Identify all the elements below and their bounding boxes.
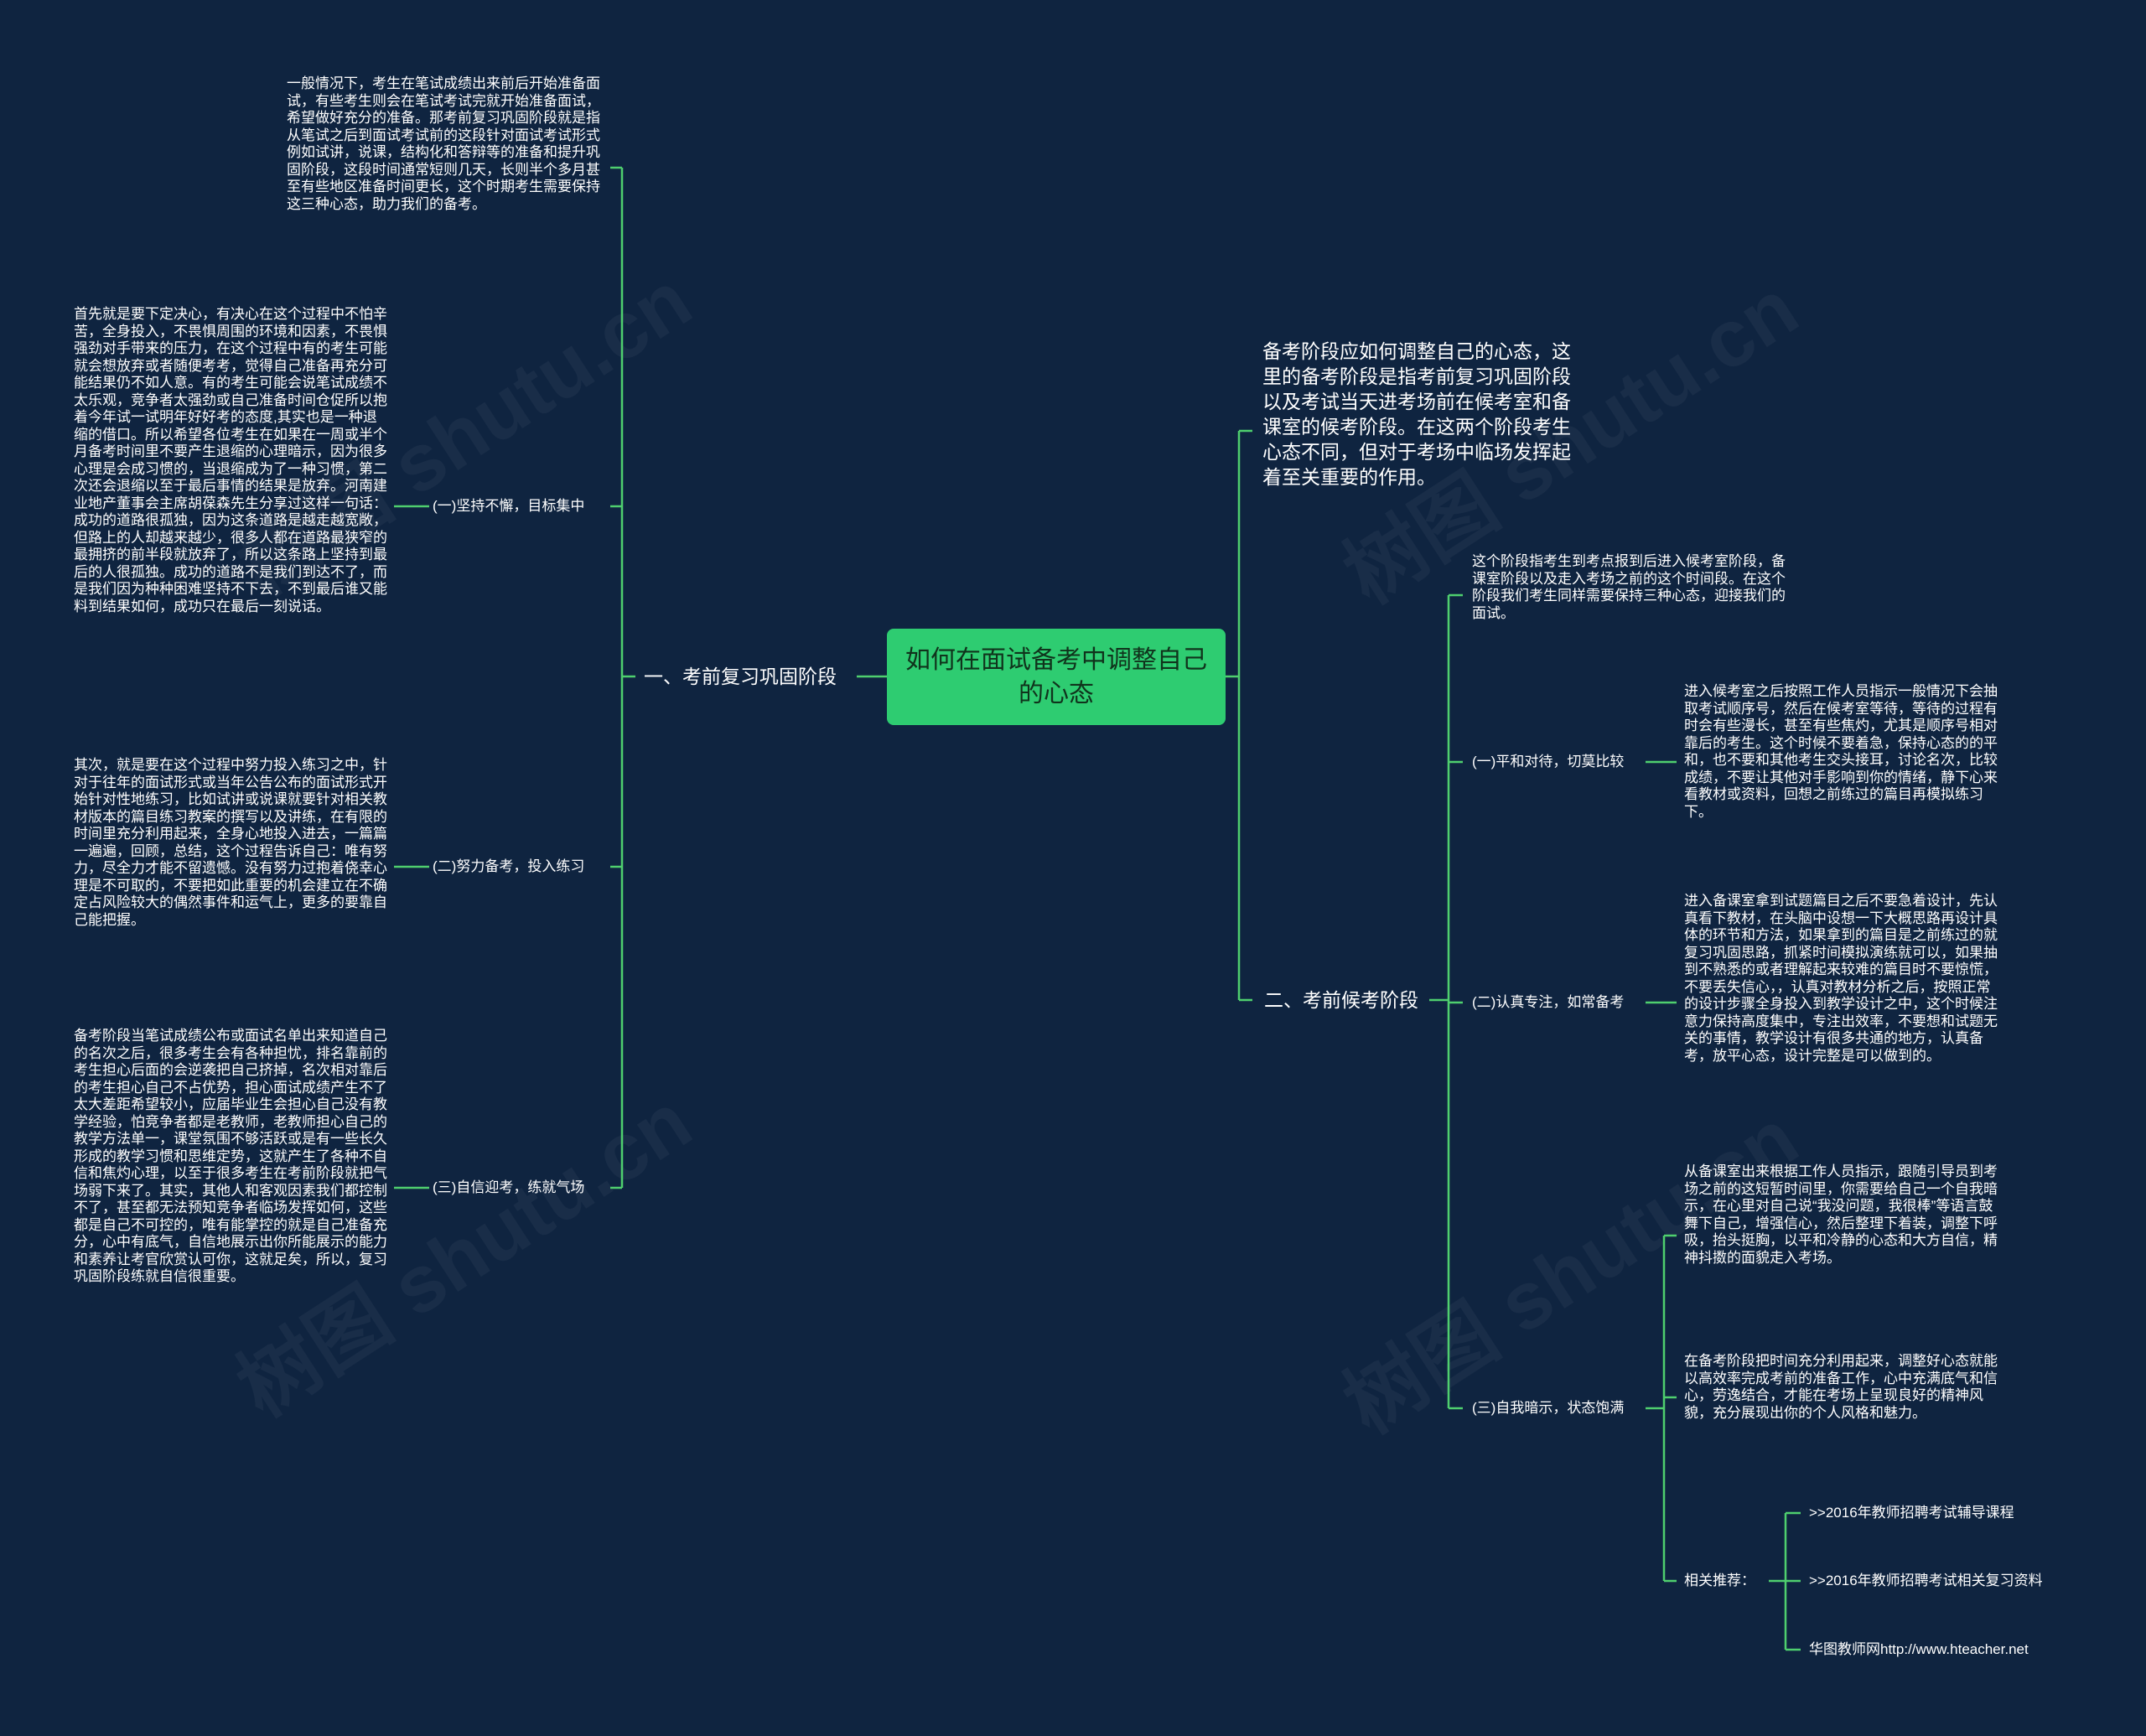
branch-review-stage[interactable]: 一、考前复习巩固阶段 — [644, 666, 837, 687]
waiting-item-focus[interactable]: (二)认真专注，如常备考 — [1472, 994, 1625, 1010]
related-label: 相关推荐： — [1684, 1573, 1755, 1588]
review-item-persist[interactable]: (一)坚持不懈，目标集中 — [433, 498, 585, 514]
waiting-item-calm-text: 进入候考室之后按照工作人员指示一般情况下会抽取考试顺序号，然后在候考室等待，等待… — [1684, 683, 1998, 820]
branch-waiting-stage[interactable]: 二、考前候考阶段 — [1264, 989, 1418, 1011]
related-link-website[interactable]: 华图教师网http://www.hteacher.net — [1809, 1641, 2029, 1657]
related-link-course[interactable]: >>2016年教师招聘考试辅导课程 — [1809, 1505, 2014, 1521]
waiting-item-focus-text: 进入备课室拿到试题篇目之后不要急着设计，先认真看下教材，在头脑中设想一下大概思路… — [1684, 893, 1998, 1064]
related-link-materials[interactable]: >>2016年教师招聘考试相关复习资料 — [1809, 1573, 2043, 1588]
waiting-item-calm[interactable]: (一)平和对待，切莫比较 — [1472, 754, 1625, 770]
waiting-summary-text: 在备考阶段把时间充分利用起来，调整好心态就能以高效率完成考前的准备工作，心中充满… — [1684, 1353, 1998, 1421]
preparation-lead-text: 备考阶段应如何调整自己的心态，这里的备考阶段是指考前复习巩固阶段以及考试当天进考… — [1262, 340, 1571, 488]
waiting-intro-text: 这个阶段指考生到考点报到后进入候考室阶段，备课室阶段以及走入考场之前的这个时间段… — [1472, 553, 1786, 621]
review-item-practice-text: 其次，就是要在这个过程中努力投入练习之中，针对于往年的面试形式或当年公告公布的面… — [74, 757, 387, 928]
waiting-item-self-talk[interactable]: (三)自我暗示，状态饱满 — [1472, 1400, 1625, 1416]
review-item-persist-text: 首先就是要下定决心，有决心在这个过程中不怕辛苦，全身投入，不畏惧周围的环境和因素… — [74, 306, 387, 614]
root-topic[interactable]: 如何在面试备考中调整自己的心态 — [887, 629, 1226, 725]
review-intro-text: 一般情况下，考生在笔试成绩出来前后开始准备面试，有些考生则会在笔试考试完就开始准… — [287, 75, 600, 212]
waiting-item-self-talk-text: 从备课室出来根据工作人员指示，跟随引导员到考场之前的这短暂时间里，你需要给自己一… — [1684, 1163, 1998, 1266]
review-item-practice[interactable]: (二)努力备考，投入练习 — [433, 858, 585, 874]
review-item-confidence-text: 备考阶段当笔试成绩公布或面试名单出来知道自己的名次之后，很多考生会有各种担忧，排… — [74, 1028, 387, 1284]
review-item-confidence[interactable]: (三)自信迎考，练就气场 — [433, 1179, 585, 1195]
